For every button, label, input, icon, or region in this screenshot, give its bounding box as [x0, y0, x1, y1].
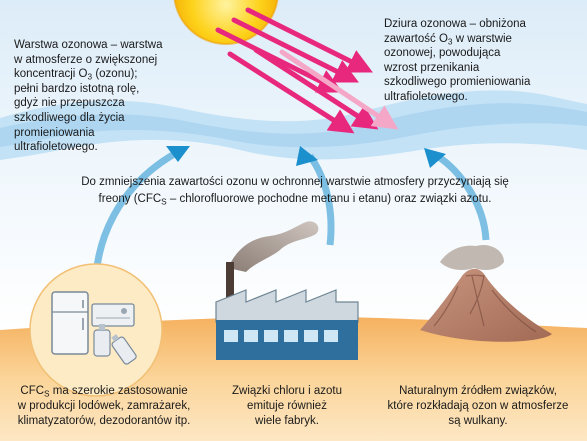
appliances-group [29, 263, 163, 397]
line-text: freony (CFC [98, 193, 162, 205]
subscript: 3 [447, 36, 453, 46]
text-line: promieniowania [14, 126, 190, 141]
text-line: szkodliwego dla życia [14, 111, 190, 126]
line-text: emituje również [247, 400, 327, 412]
line-text: szkodliwego dla życia [14, 111, 125, 124]
line-text: – chlorofluorowe pochodne metanu i etanu… [166, 193, 492, 205]
volcano-icon [420, 244, 552, 342]
text-line: wiele fabryk. [210, 414, 364, 429]
text-line: emituje również [210, 399, 364, 414]
line-text: szkodliwego promieniowania [384, 76, 531, 89]
text-line: Warstwa ozonowa – warstwa [14, 38, 190, 53]
line-text: wiele fabryk. [255, 415, 319, 427]
line-text: (ozonu); [92, 68, 138, 81]
ozone-depletion-cause-note: Do zmniejszenia zawartości ozonu w ochro… [32, 174, 558, 208]
line-text: Dziura ozonowa – obniżona [384, 18, 526, 30]
text-line: zawartość O3 w warstwie [384, 32, 574, 47]
line-text: CFC [20, 385, 45, 397]
air-conditioner-icon [91, 303, 135, 327]
ozone-layer-note: Warstwa ozonowa – warstwa w atmosferze o… [14, 38, 190, 155]
line-text: w atmosferze o zwiększonej [14, 53, 158, 66]
text-line: Naturalnym źródłem związków, [372, 384, 584, 399]
line-text: Do zmniejszenia zawartości ozonu w ochro… [81, 176, 509, 188]
text-line: pełni bardzo istotną rolę, [14, 82, 190, 97]
line-text: są wulkany. [448, 415, 508, 427]
text-line: klimatyzatorów, dezodorantów itp. [2, 414, 206, 429]
text-line: Do zmniejszenia zawartości ozonu w ochro… [32, 174, 558, 191]
line-text: pełni bardzo istotną rolę, [14, 82, 140, 95]
text-line: w atmosferze o zwiększonej [14, 53, 190, 68]
subscript: S [161, 197, 167, 207]
text-line: koncentracji O3 (ozonu); [14, 67, 190, 82]
text-line: które rozkładają ozon w atmosferze [372, 399, 584, 414]
smoke-plume-icon [228, 221, 319, 272]
text-line: szkodliwego promieniowania [384, 75, 574, 90]
text-line: w produkcji lodówek, zamrażarek, [2, 399, 206, 414]
line-text: klimatyzatorów, dezodorantów itp. [17, 415, 191, 427]
text-line: gdyż nie przepuszcza [14, 96, 190, 111]
text-line: freony (CFCS – chlorofluorowe pochodne m… [32, 191, 558, 208]
line-text: ultrafioletowego. [14, 141, 98, 154]
uv-ray-icon [215, 7, 399, 134]
factory-caption: Związki chloru i azotu emituje również w… [210, 384, 364, 429]
line-text: ma szerokie zastosowanie [49, 385, 188, 397]
line-text: ultrafioletowego. [384, 90, 468, 103]
line-text: Naturalnym źródłem związków, [399, 385, 557, 397]
aerosol-can-icon [93, 324, 137, 365]
factory-icon [215, 221, 359, 360]
line-text: które rozkładają ozon w atmosferze [387, 400, 569, 412]
line-text: w warstwie [452, 32, 512, 45]
ozone-layer-band [0, 90, 587, 160]
subscript: S [44, 389, 50, 399]
text-line: wzrost przenikania [384, 61, 574, 76]
line-text: Związki chloru i azotu [232, 385, 342, 397]
fridge-icon [51, 291, 89, 355]
text-line: Dziura ozonowa – obniżona [384, 17, 574, 32]
text-line: Związki chloru i azotu [210, 384, 364, 399]
text-line: ozonowej, powodująca [384, 46, 574, 61]
text-line: ultrafioletowego. [14, 140, 190, 155]
line-text: gdyż nie przepuszcza [14, 97, 125, 110]
line-text: w produkcji lodówek, zamrażarek, [17, 400, 191, 412]
line-text: zawartość O [384, 32, 448, 45]
volcano-caption: Naturalnym źródłem związków, które rozkł… [372, 384, 584, 429]
subscript: 3 [87, 72, 93, 82]
cfc-usage-caption: CFCS ma szerokie zastosowanie w produkcj… [2, 384, 206, 429]
text-line: są wulkany. [372, 414, 584, 429]
line-text: Warstwa ozonowa – warstwa [14, 39, 163, 51]
text-line: CFCS ma szerokie zastosowanie [2, 384, 206, 399]
line-text: koncentracji O [14, 68, 88, 81]
text-line: ultrafioletowego. [384, 90, 574, 105]
line-text: ozonowej, powodująca [384, 47, 501, 60]
line-text: promieniowania [14, 126, 95, 139]
line-text: wzrost przenikania [384, 61, 480, 74]
ozone-hole-note: Dziura ozonowa – obniżona zawartość O3 w… [384, 17, 574, 105]
